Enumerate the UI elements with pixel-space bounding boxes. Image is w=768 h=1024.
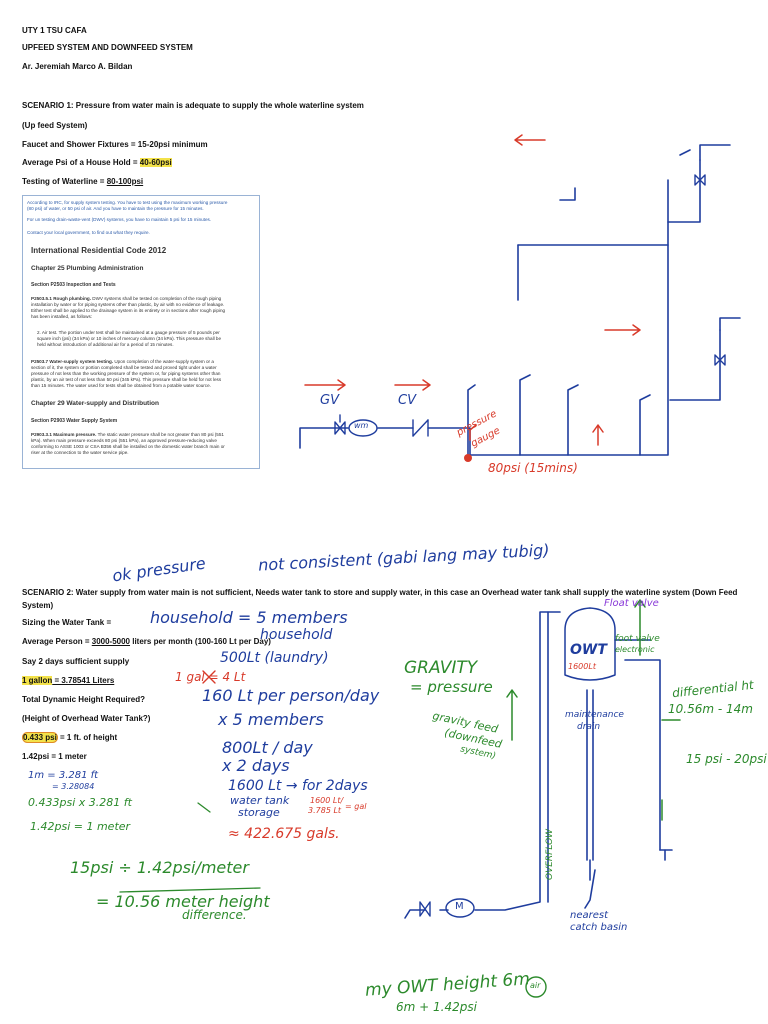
average-psi: Average Psi of a House Hold = 40-60psi (22, 158, 172, 167)
document-title: UPFEED SYSTEM AND DOWNFEED SYSTEM (22, 43, 193, 52)
testing-psi-label: Testing of Waterline = (22, 177, 107, 186)
foot-valve-note-2: electronic (615, 645, 655, 654)
two-days-note: 1600 Lt → for 2days (228, 778, 368, 794)
scenario1-system: (Up feed System) (22, 121, 88, 130)
meter-to-feet-note-2: = 3.28084 (52, 782, 95, 791)
total-dynamic-height: Total Dynamic Height Required? (22, 695, 145, 704)
author: Ar. Jeremiah Marco A. Bildan (22, 62, 133, 71)
times-days-note: x 2 days (222, 756, 290, 775)
red-cross-icon (202, 670, 216, 684)
sizing-water-tank: Sizing the Water Tank = (22, 618, 112, 627)
air-label: air (530, 981, 541, 990)
check-valve-icon (412, 419, 429, 437)
average-psi-value: 40-60psi (139, 158, 172, 167)
times-members-note: x 5 members (218, 710, 324, 729)
water-meter-icon (348, 419, 378, 437)
divide-mark (197, 802, 211, 813)
irc-intro-4: Contact your local government, to find o… (27, 230, 150, 235)
average-psi-label: Average Psi of a House Hold = (22, 158, 140, 167)
gate-valve-icon (334, 414, 346, 435)
meter-to-feet-note: 1m = 3.281 ft (28, 770, 99, 781)
laundry-note: 500Lt (laundry) (220, 650, 329, 666)
psi-calc-note: 0.433psi x 3.281 ft (28, 796, 132, 809)
gravity-note-2: = pressure (410, 678, 493, 696)
overflow-label: OVERFLOW (545, 828, 555, 880)
owt-height-question: (Height of Overhead Water Tank?) (22, 714, 151, 723)
gallon-conversion: 1 gallon = 3.78541 Liters (22, 676, 115, 685)
household-note-2: household (260, 627, 333, 643)
irc-excerpt-box: According to IRC, for supply system test… (22, 195, 260, 469)
psi-per-meter: 1.42psi = 1 meter (22, 752, 87, 761)
flow-arrows (304, 134, 641, 446)
fixture-valve-icon (694, 174, 726, 366)
gallons-result: ≈ 422.675 gals. (228, 826, 340, 842)
two-days-supply: Say 2 days sufficient supply (22, 657, 130, 666)
catch-basin-note-2: catch basin (570, 922, 628, 933)
irc-code-title: International Residential Code 2012 (31, 246, 167, 255)
irc-p3: P2503.7 Water-supply system testing. Upo… (31, 359, 222, 388)
faucet-pressure: Faucet and Shower Fixtures = 15-20psi mi… (22, 140, 208, 149)
overhead-water-tank-icon (564, 607, 616, 681)
irc-p2: 2. Air test. The portion under test shal… (37, 330, 221, 347)
air-circle-icon (525, 976, 547, 998)
testing-psi: Testing of Waterline = 80-100psi (22, 177, 143, 186)
psi-per-foot: 0.433 psi = 1 ft. of height (22, 732, 118, 743)
conversion-note-1: 1600 Lt/ (310, 796, 344, 805)
height-equation-2: = 10.56 meter height (96, 892, 270, 911)
test-psi-label: 80psi (15mins) (488, 461, 578, 475)
irc-section2903: Section P2903 Water Supply System (31, 418, 118, 424)
conversion-note-2: 3.785 Lt (308, 806, 342, 815)
testing-psi-value: 80-100psi (106, 177, 144, 186)
storage-note-1: water tank (230, 794, 290, 807)
household-note: household = 5 members (150, 608, 348, 627)
irc-p1: P2503.5.1 Rough plumbing. DWV systems sh… (31, 296, 226, 319)
average-person: Average Person = 3000-5000 liters per mo… (22, 637, 271, 646)
psi-range-note: 15 psi - 20psi (686, 752, 767, 766)
irc-intro-3: For un testing drain-waste-vent (DWV) sy… (27, 217, 212, 222)
pressure-gauge-icon (464, 454, 472, 462)
irc-section2503: Section P2503 Inspection and Tests (31, 282, 116, 288)
maintenance-note-2: drain (577, 722, 601, 732)
height-equation-3: difference. (182, 908, 247, 922)
maintenance-note-1: maintenance (565, 710, 624, 720)
eq-underlines (119, 887, 261, 893)
wm-label: wm (354, 421, 369, 430)
cv-label: CV (398, 393, 416, 408)
storage-note-2: storage (238, 806, 280, 819)
course-label: UTY 1 TSU CAFA (22, 26, 87, 35)
downfeed-valve-icon (419, 901, 431, 917)
catch-basin-note-1: nearest (570, 910, 609, 921)
owt-capacity: 1600Lt (568, 662, 596, 671)
meter-icon (445, 898, 475, 918)
scenario1-heading: SCENARIO 1: Pressure from water main is … (22, 101, 364, 110)
scenario2-heading: SCENARIO 2: Water supply from water main… (22, 588, 738, 610)
conversion-note-3: = gal (345, 802, 367, 811)
psi-calc-note-2: 1.42psi = 1 meter (30, 820, 131, 833)
per-person-note: 160 Lt per person/day (202, 686, 380, 705)
height-equation-1: 15psi ÷ 1.42psi/meter (70, 858, 249, 877)
per-day-note: 800Lt / day (222, 738, 313, 757)
gv-label: GV (320, 393, 339, 408)
irc-chapter29: Chapter 29 Water-supply and Distribution (31, 400, 159, 407)
owt-calc-note: 6m + 1.42psi (396, 1000, 477, 1014)
irc-intro-2: (80 psi) of water, or 50 psi of air. And… (27, 206, 204, 211)
irc-p4: P2903.3.1 Maximum pressure. The static w… (31, 432, 225, 455)
gravity-arrows (506, 599, 681, 821)
irc-chapter25: Chapter 25 Plumbing Administration (31, 265, 144, 272)
owt-label: OWT (570, 642, 607, 658)
upfeed-pipe-network (299, 144, 741, 456)
one-gal-note: 1 gal = 4 Lt (175, 670, 246, 684)
meter-m-label: M (455, 901, 464, 912)
differential-note-2: 10.56m - 14m (668, 702, 753, 716)
foot-valve-note-1: foot valve (615, 634, 660, 644)
gravity-note-1: GRAVITY (404, 658, 478, 678)
float-valve-note: Float valve (604, 598, 659, 609)
downfeed-pipe-network (404, 611, 673, 919)
irc-intro-1: According to IRC, for supply system test… (27, 200, 228, 205)
